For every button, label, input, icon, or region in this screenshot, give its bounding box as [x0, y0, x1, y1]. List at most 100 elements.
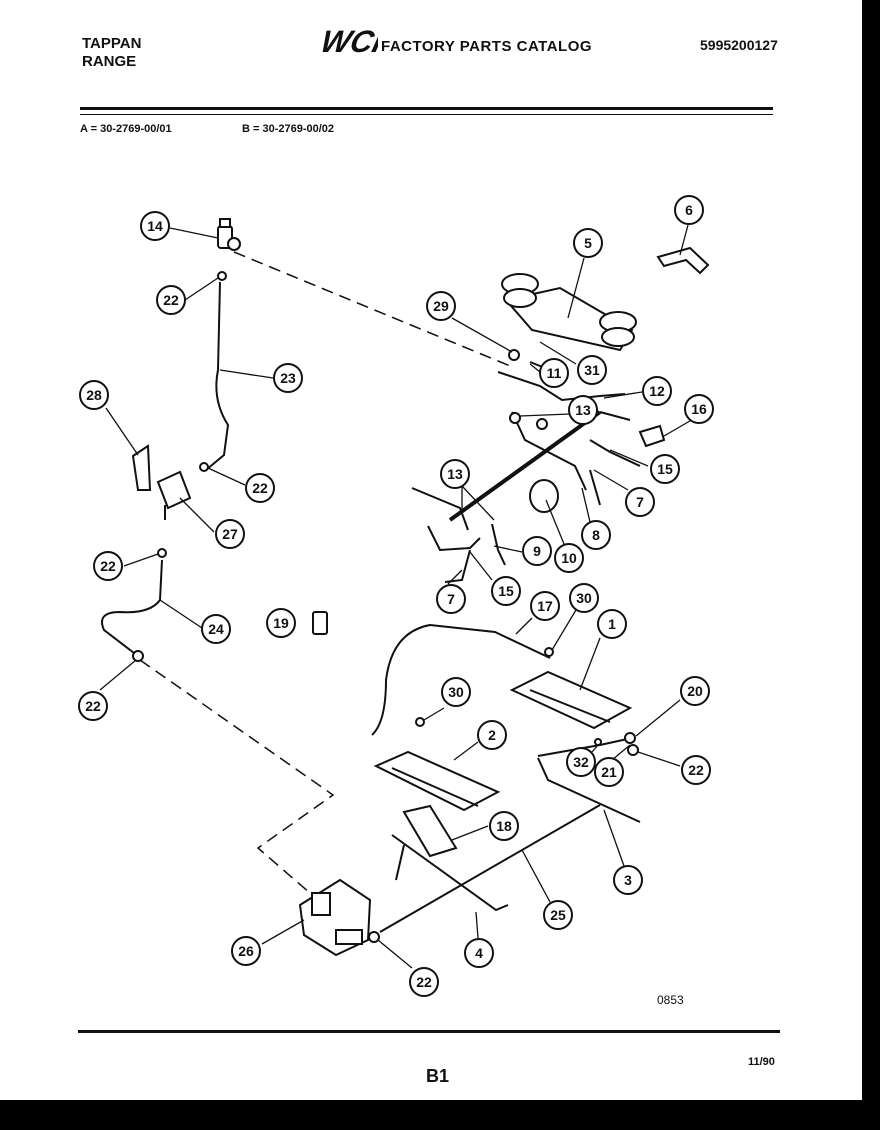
svg-text:13: 13: [447, 466, 463, 482]
svg-text:23: 23: [280, 370, 296, 386]
callout-7: 7: [625, 487, 655, 517]
catalog-number: 5995200127: [700, 37, 778, 53]
callout-27: 27: [215, 519, 245, 549]
svg-text:4: 4: [475, 945, 483, 961]
svg-text:22: 22: [688, 762, 704, 778]
part-14-tee-fitting: [217, 218, 241, 251]
svg-text:2: 2: [488, 727, 496, 743]
part-4-bracket: [391, 834, 509, 912]
model-a-label: A = 30-2769-00/01: [80, 123, 172, 135]
header-rule-thin: [80, 114, 773, 115]
callout-10: 10: [554, 543, 584, 573]
svg-text:8: 8: [592, 527, 600, 543]
svg-text:15: 15: [498, 583, 514, 599]
svg-text:9: 9: [533, 543, 541, 559]
callout-31: 31: [577, 355, 607, 385]
callout-32: 32: [566, 747, 596, 777]
svg-text:7: 7: [636, 494, 644, 510]
callout-13: 13: [440, 459, 470, 489]
part-1-oven-burner: [509, 670, 633, 730]
svg-text:31: 31: [584, 362, 600, 378]
part-8-line: [589, 469, 601, 506]
part-22-nut-f: [368, 931, 380, 943]
svg-text:29: 29: [433, 298, 449, 314]
model-b-label: B = 30-2769-00/02: [242, 123, 335, 135]
svg-text:27: 27: [222, 526, 238, 542]
part-30-screw-a: [544, 647, 554, 657]
svg-text:12: 12: [649, 383, 665, 399]
svg-text:20: 20: [687, 683, 703, 699]
callout-30: 30: [441, 677, 471, 707]
svg-text:1: 1: [608, 616, 616, 632]
part-9-line: [427, 525, 481, 552]
part-6-bracket: [656, 246, 710, 275]
part-22-nut-b: [199, 462, 209, 472]
callout-22: 22: [93, 551, 123, 581]
callout-24: 24: [201, 614, 231, 644]
part-5-top-burner-assembly: [501, 273, 637, 352]
svg-text:30: 30: [576, 590, 592, 606]
callout-1: 1: [597, 609, 627, 639]
part-30-screw-b: [415, 717, 425, 727]
svg-text:22: 22: [100, 558, 116, 574]
svg-text:30: 30: [448, 684, 464, 700]
callout-26: 26: [231, 936, 261, 966]
callout-17: 17: [530, 591, 560, 621]
callout-5: 5: [573, 228, 603, 258]
part-13-manifold-lower: [511, 411, 587, 491]
svg-text:32: 32: [573, 754, 589, 770]
callout-28: 28: [79, 380, 109, 410]
part-12-tube: [497, 371, 626, 402]
callout-3: 3: [613, 865, 643, 895]
part-23-tube: [205, 281, 230, 471]
svg-text:21: 21: [601, 764, 617, 780]
exploded-parts-diagram: 14 22 23 22 28 27 22 24 22 19 6 5 29 11 …: [78, 195, 714, 997]
callout-22: 22: [156, 285, 186, 315]
svg-text:22: 22: [252, 480, 268, 496]
svg-text:14: 14: [147, 218, 163, 234]
callout-19: 19: [266, 608, 296, 638]
part-24-tube: [101, 559, 163, 654]
page-number: B1: [426, 1066, 450, 1086]
part-15-tube-b: [491, 523, 506, 566]
svg-text:15: 15: [657, 461, 673, 477]
footer-rule: [78, 1030, 780, 1033]
svg-text:17: 17: [537, 598, 553, 614]
svg-text:6: 6: [685, 202, 693, 218]
svg-text:24: 24: [208, 621, 224, 637]
part-7-line: [444, 549, 471, 583]
part-22-nut-a: [217, 271, 227, 281]
callout-15: 15: [650, 454, 680, 484]
diagram-code: 0853: [657, 993, 684, 1007]
svg-text:19: 19: [273, 615, 289, 631]
callout-23: 23: [273, 363, 303, 393]
svg-text:22: 22: [163, 292, 179, 308]
callout-14: 14: [140, 211, 170, 241]
svg-text:3: 3: [624, 872, 632, 888]
part-17-thermocouple: [371, 623, 551, 736]
brand-name: TAPPAN: [82, 35, 142, 52]
callout-6: 6: [674, 195, 704, 225]
part-22-nut-d: [132, 650, 144, 662]
part-13-manifold-upper: [448, 410, 602, 522]
part-2-broil-burner: [373, 750, 501, 812]
part-22-nut-e: [627, 744, 639, 756]
part-25-tube: [379, 804, 601, 933]
catalog-date: 11/90: [748, 1056, 775, 1068]
callout-8: 8: [581, 520, 611, 550]
svg-text:28: 28: [86, 387, 102, 403]
catalog-title: FACTORY PARTS CATALOG: [381, 38, 593, 55]
part-27-valve: [156, 470, 192, 510]
part-19-clip: [312, 611, 328, 635]
callout-30: 30: [569, 583, 599, 613]
callout-7: 7: [436, 584, 466, 614]
callout-21: 21: [594, 757, 624, 787]
svg-text:13: 13: [575, 402, 591, 418]
callout-4: 4: [464, 938, 494, 968]
svg-text:18: 18: [496, 818, 512, 834]
svg-text:5: 5: [584, 235, 592, 251]
part-28-bracket: [131, 444, 152, 491]
part-29-nut: [508, 349, 520, 361]
part-10-ring: [529, 479, 559, 513]
svg-text:7: 7: [447, 591, 455, 607]
